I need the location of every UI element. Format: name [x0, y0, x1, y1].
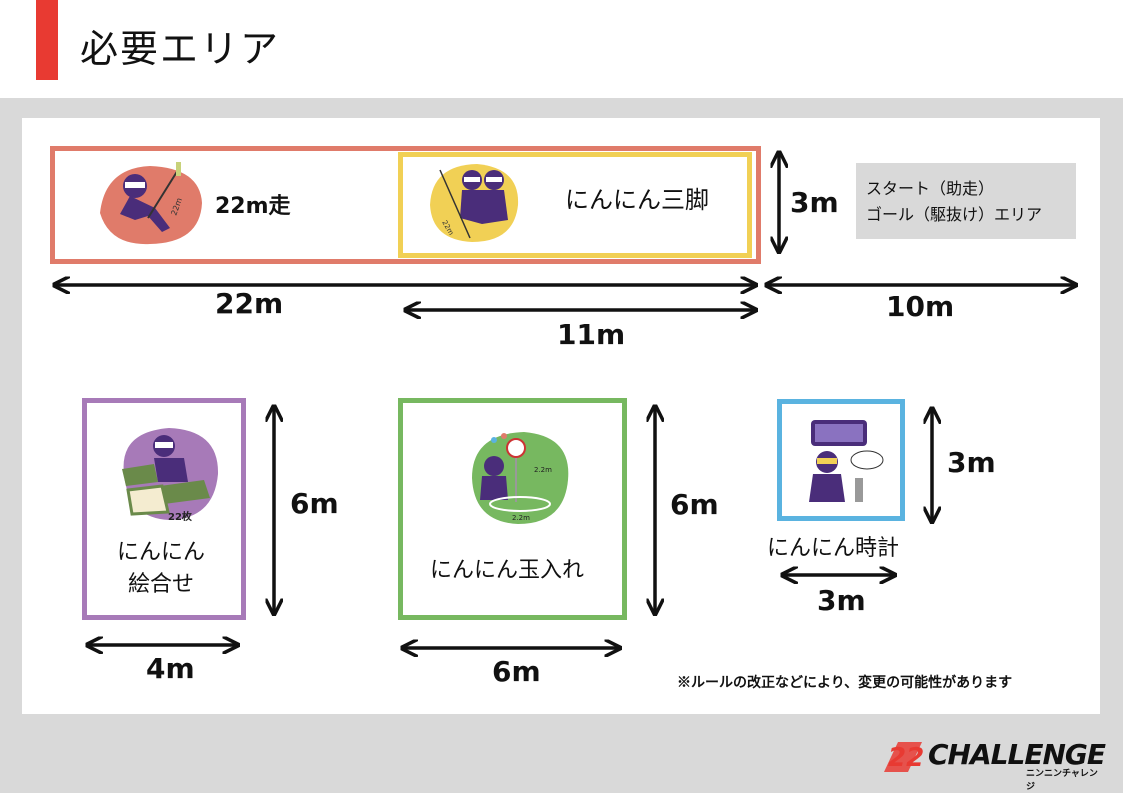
- note-line-1: スタート（助走）: [866, 179, 995, 198]
- ball-toss-width-mark: 2.2m: [512, 514, 530, 522]
- run-label: 22m走: [215, 194, 291, 219]
- clock-width-label: 3m: [817, 584, 866, 617]
- title-accent-bar: [36, 0, 58, 80]
- logo-mark-icon: 22: [884, 742, 924, 773]
- ball-toss-width-label: 6m: [492, 655, 541, 688]
- matching-label-line1: にんにん: [117, 540, 206, 565]
- matching-illustration: 22枚: [122, 428, 219, 523]
- matching-illustration-count: 22枚: [168, 510, 193, 523]
- clock-height-label: 3m: [947, 446, 996, 479]
- top-extra-length-label: 10m: [886, 290, 955, 323]
- clock-illustration: [795, 414, 887, 504]
- start-goal-note-box: スタート（助走） ゴール（駆抜け）エリア: [856, 163, 1076, 239]
- logo-number: 22: [888, 743, 924, 773]
- page-title: 必要エリア: [80, 27, 281, 71]
- matching-width-label: 4m: [146, 652, 195, 685]
- ball-toss-height-label: 6m: [670, 488, 719, 521]
- note-line-2: ゴール（駆抜け）エリア: [866, 205, 1043, 224]
- three-legged-label: にんにん三脚: [565, 186, 709, 214]
- footnote: ※ルールの改正などにより、変更の可能性があります: [677, 675, 1013, 691]
- matching-label-line2: 絵合せ: [128, 572, 195, 597]
- run-illustration: 22m: [100, 162, 202, 245]
- matching-height-label: 6m: [290, 487, 339, 520]
- top-half-length-label: 11m: [557, 318, 626, 351]
- logo-brand: CHALLENGE: [928, 738, 1106, 771]
- clock-label: にんにん時計: [767, 536, 900, 561]
- challenge-logo: 22 CHALLENGE ニンニンチャレンジ: [878, 736, 1106, 792]
- ball-toss-label: にんにん玉入れ: [430, 558, 585, 583]
- ball-toss-illustration: 2.2m 2.2m: [472, 432, 569, 524]
- ball-toss-height-mark: 2.2m: [534, 466, 552, 474]
- logo-sub: ニンニンチャレンジ: [1026, 769, 1098, 792]
- three-legged-illustration: 22m: [430, 164, 519, 242]
- top-height-label: 3m: [790, 186, 839, 219]
